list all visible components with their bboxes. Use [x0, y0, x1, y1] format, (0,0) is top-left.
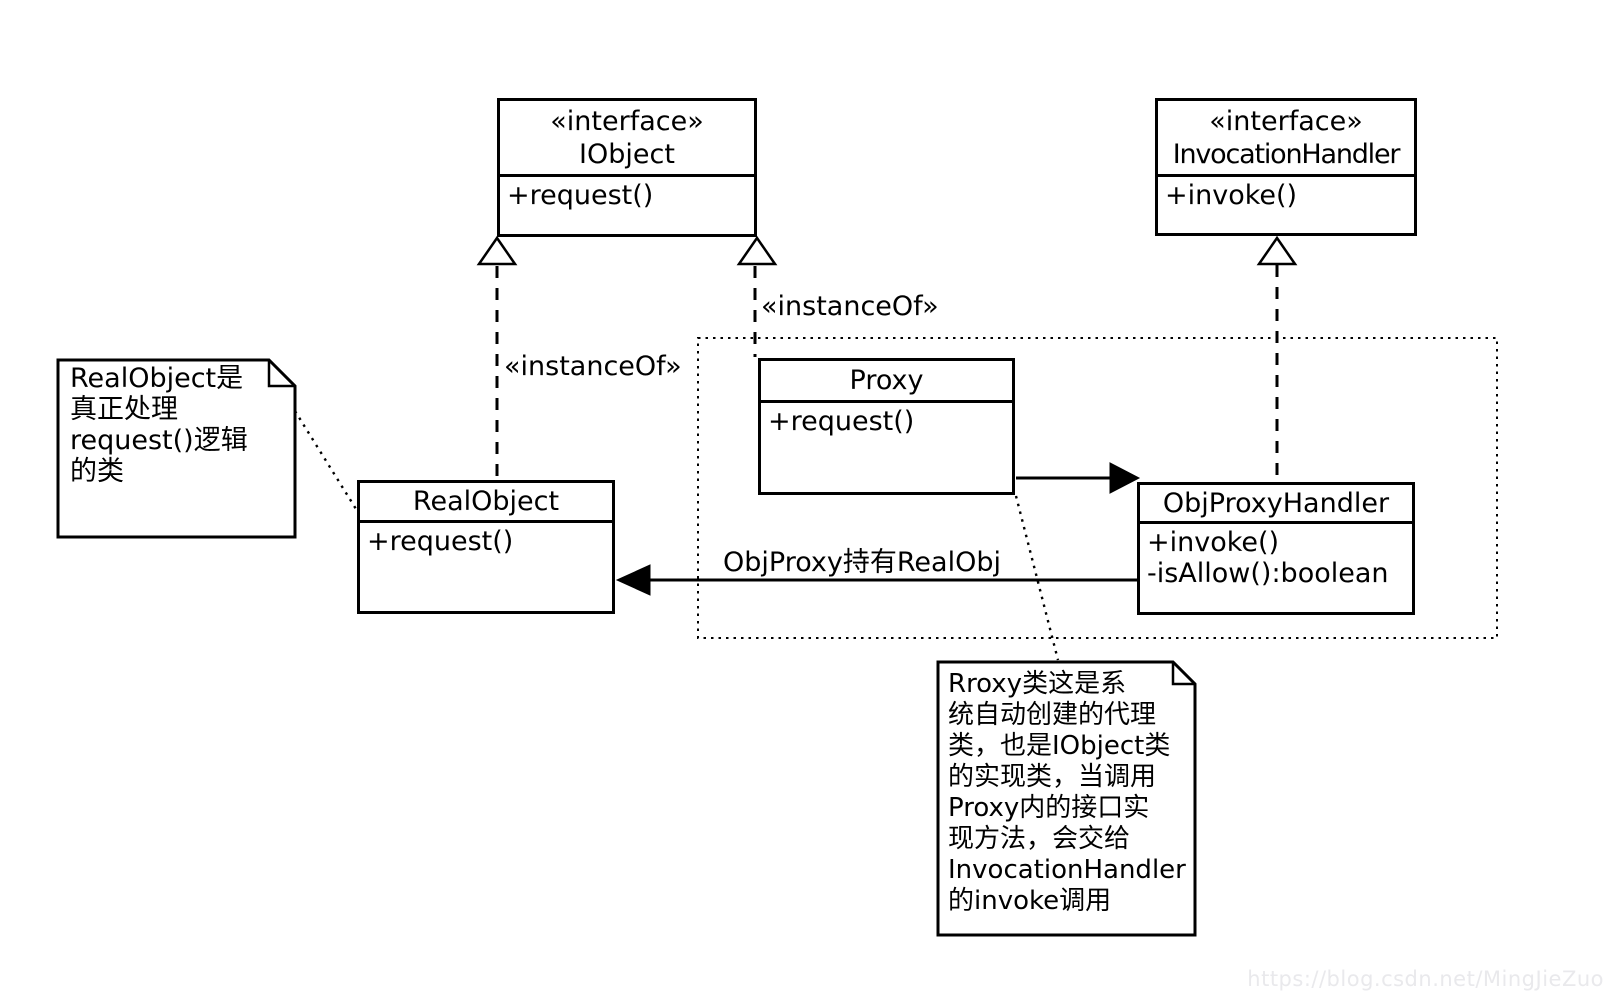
- generalization-arrowhead-invocationhandler: [1256, 235, 1298, 266]
- member-operation: +request(): [768, 406, 915, 437]
- member-list-proxy: +request(): [761, 403, 1012, 440]
- note-line: 的类: [70, 456, 124, 487]
- note-line: request()逻辑: [70, 425, 248, 456]
- class-header-objproxyhandler: ObjProxyHandler: [1140, 485, 1412, 524]
- member-operation: +invoke(): [1147, 527, 1280, 558]
- note-line: InvocationHandler: [948, 855, 1186, 885]
- stereotype-label: «interface»: [550, 105, 704, 137]
- note-fold-proxy: [1171, 662, 1195, 686]
- class-name-invocationhandler: InvocationHandler: [1172, 138, 1401, 170]
- association-arrowhead-to-objproxyhandler: [1109, 462, 1141, 494]
- edge-label-instanceof-left: «instanceOf»: [504, 351, 682, 382]
- watermark: https://blog.csdn.net/MingJieZuo: [1247, 967, 1604, 991]
- member-list-realobject: +request(): [360, 523, 612, 560]
- note-shape-realobject: [56, 358, 297, 539]
- class-header-invocationhandler: «interface» InvocationHandler: [1158, 101, 1414, 177]
- class-box-iobject: «interface» IObject +request(): [497, 98, 757, 237]
- note-line: Rroxy类这是系: [948, 669, 1127, 699]
- member-operation: +request(): [367, 526, 514, 557]
- class-header-realobject: RealObject: [360, 483, 612, 523]
- member-list-iobject: +request(): [500, 177, 754, 214]
- member-list-objproxyhandler: +invoke() -isAllow():boolean: [1140, 524, 1412, 592]
- note-proxy: Rroxy类这是系 统自动创建的代理 类，也是IObject类 的实现类，当调用…: [948, 669, 1190, 917]
- class-name-proxy: Proxy: [849, 365, 924, 396]
- class-box-objproxyhandler: ObjProxyHandler +invoke() -isAllow():boo…: [1137, 482, 1415, 615]
- class-header-iobject: «interface» IObject: [500, 101, 754, 177]
- edge-label-objproxy-holds-realobj: ObjProxy持有RealObj: [723, 547, 1001, 578]
- note-line: 统自动创建的代理: [948, 700, 1157, 730]
- note-shape-proxy: [936, 660, 1197, 937]
- note-fold-realobject: [267, 360, 295, 388]
- note-line: Proxy内的接口实: [948, 793, 1150, 823]
- note-anchor-proxy-note: [1014, 495, 1060, 661]
- note-realobject: RealObject是 真正处理 request()逻辑 的类: [70, 363, 286, 487]
- stereotype-label: «interface»: [1209, 105, 1363, 137]
- note-line: RealObject是: [70, 363, 244, 394]
- edge-label-instanceof-right: «instanceOf»: [761, 291, 939, 322]
- note-line: 的实现类，当调用: [948, 762, 1157, 792]
- class-header-proxy: Proxy: [761, 361, 1012, 403]
- class-name-objproxyhandler: ObjProxyHandler: [1162, 487, 1390, 519]
- member-operation: +invoke(): [1165, 180, 1298, 211]
- note-anchor-realobject-note: [293, 410, 358, 510]
- class-name-iobject: IObject: [579, 138, 675, 170]
- member-operation: -isAllow():boolean: [1147, 558, 1389, 589]
- note-line: 类，也是IObject类: [948, 731, 1171, 761]
- member-list-invocationhandler: +invoke(): [1158, 177, 1414, 214]
- note-line: 真正处理: [70, 394, 178, 425]
- class-box-realobject: RealObject +request(): [357, 480, 615, 614]
- member-operation: +request(): [507, 180, 654, 211]
- class-box-proxy: Proxy +request(): [758, 358, 1015, 495]
- generalization-arrowhead-iobject-right: [736, 235, 778, 266]
- note-line: 现方法，会交给: [948, 824, 1131, 854]
- generalization-arrowhead-iobject-left: [476, 235, 518, 266]
- class-box-invocationhandler: «interface» InvocationHandler +invoke(): [1155, 98, 1417, 236]
- proxy-group-dotted-boundary: [697, 337, 1498, 639]
- note-line: 的invoke调用: [948, 886, 1112, 916]
- association-arrowhead-to-realobject: [615, 564, 651, 596]
- class-name-realobject: RealObject: [412, 486, 560, 517]
